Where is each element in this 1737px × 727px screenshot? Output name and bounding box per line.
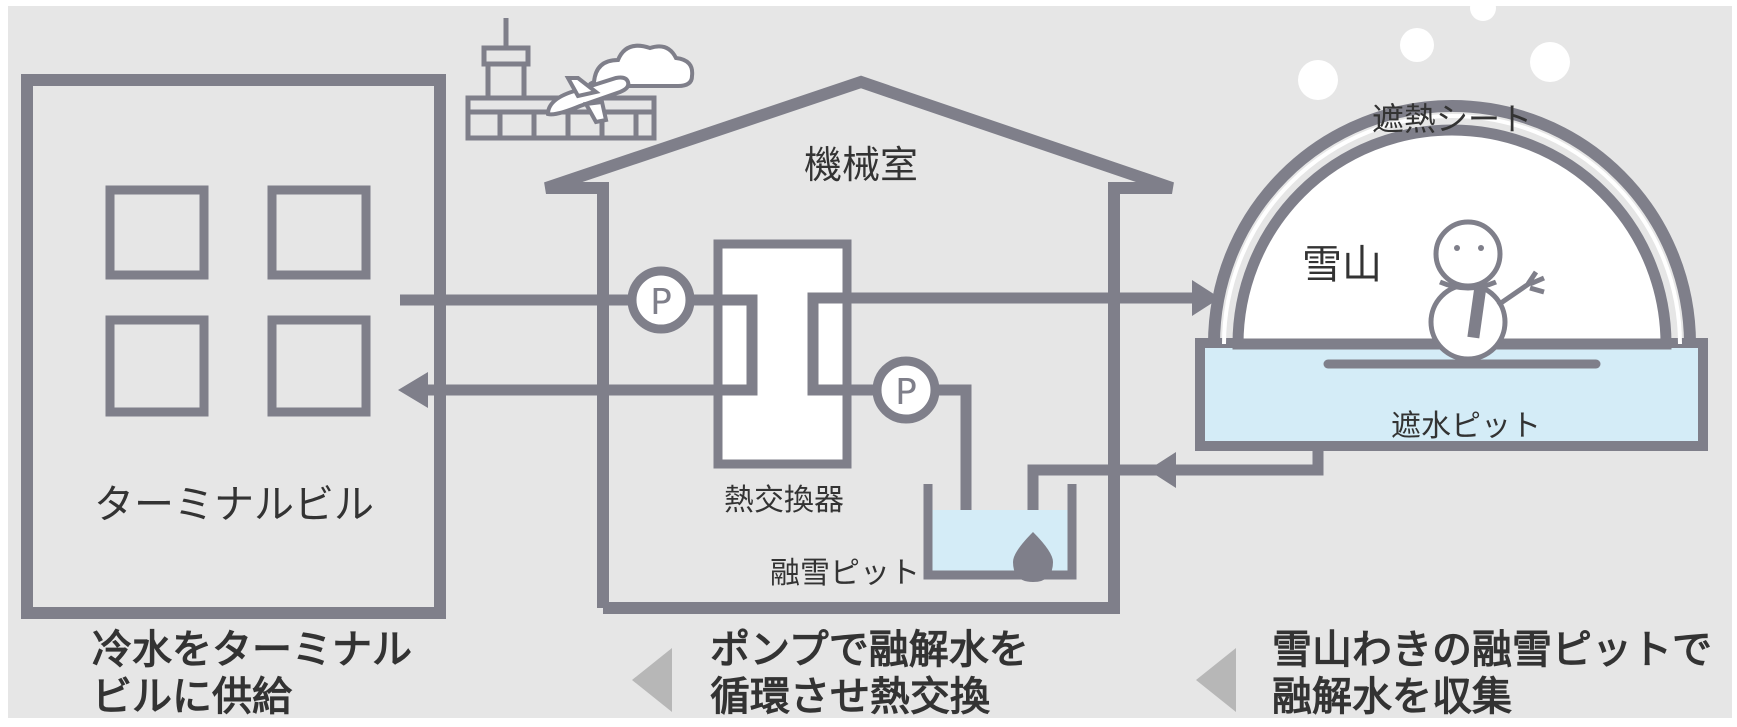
arrow-to-terminal: [398, 372, 428, 408]
terminal-supply-return-pipe: [400, 294, 758, 396]
arrow-to-snow-mountain: [1192, 280, 1220, 316]
step-2-line-1: ポンプで融解水を: [710, 627, 1029, 673]
building-window: [105, 315, 209, 417]
arrow-from-water-pit: [1148, 452, 1176, 488]
snowflake: [1530, 42, 1570, 82]
step-arrow-icon: [1196, 648, 1236, 712]
building-window: [267, 315, 371, 417]
melt-water-circulation-pipe: [807, 292, 1200, 514]
step-3-line-2: 融解水を収集: [1272, 674, 1512, 720]
heat-shield-sheet-label: 遮熱シート: [1372, 100, 1532, 138]
step-1-line-1: 冷水をターミナル: [92, 627, 412, 673]
heat-shield-sheet-inner: [1222, 114, 1682, 345]
water-pit-label: 遮水ピット: [1391, 409, 1541, 444]
heat-exchanger-label: 熱交換器: [724, 483, 844, 518]
step-3-line-1: 雪山わきの融雪ピットで: [1272, 627, 1712, 673]
snowflake: [1298, 60, 1338, 100]
step-2: ポンプで融解水を 循環させ熱交換: [710, 627, 1029, 720]
snowflakes: [1298, 0, 1570, 100]
step-3: 雪山わきの融雪ピットで 融解水を収集: [1272, 627, 1712, 720]
pump-1-symbol: P: [650, 282, 672, 323]
airport-icon: [465, 18, 657, 141]
melt-pit-label: 融雪ピット: [770, 556, 920, 591]
building-window: [105, 185, 209, 280]
heat-shield-sheet-outer: [1208, 100, 1696, 345]
machine-room-label: 機械室: [804, 143, 918, 187]
terminal-building: ターミナルビル: [21, 74, 446, 619]
step-1: 冷水をターミナル ビルに供給: [92, 627, 412, 720]
step-2-line-2: 循環させ熱交換: [710, 674, 991, 720]
snowman-icon: [1323, 219, 1601, 369]
building-window: [267, 185, 371, 280]
pump-1: P: [627, 266, 695, 334]
snow-mountain-label: 雪山: [1302, 242, 1382, 288]
terminal-loop-pipes: [400, 294, 758, 396]
airplane-icon: [545, 75, 631, 125]
melt-pit-walls: [923, 484, 1077, 580]
terminal-building-outline: [21, 74, 446, 619]
step-arrow-icon: [632, 648, 672, 712]
snowflake: [1400, 28, 1434, 62]
water-drop-icon: [1013, 532, 1053, 582]
heat-exchanger: 熱交換器: [713, 239, 852, 518]
melt-pit: 融雪ピット: [770, 484, 1077, 591]
pump-2: P: [872, 356, 940, 424]
terminal-building-label: ターミナルビル: [94, 482, 374, 528]
heat-exchanger-box: [713, 239, 852, 469]
step-1-line-2: ビルに供給: [92, 674, 293, 720]
machine-room-outline: [544, 75, 1174, 614]
machine-room: 機械室: [544, 75, 1174, 614]
snowflake: [1470, 0, 1496, 21]
pump-2-symbol: P: [895, 372, 917, 413]
